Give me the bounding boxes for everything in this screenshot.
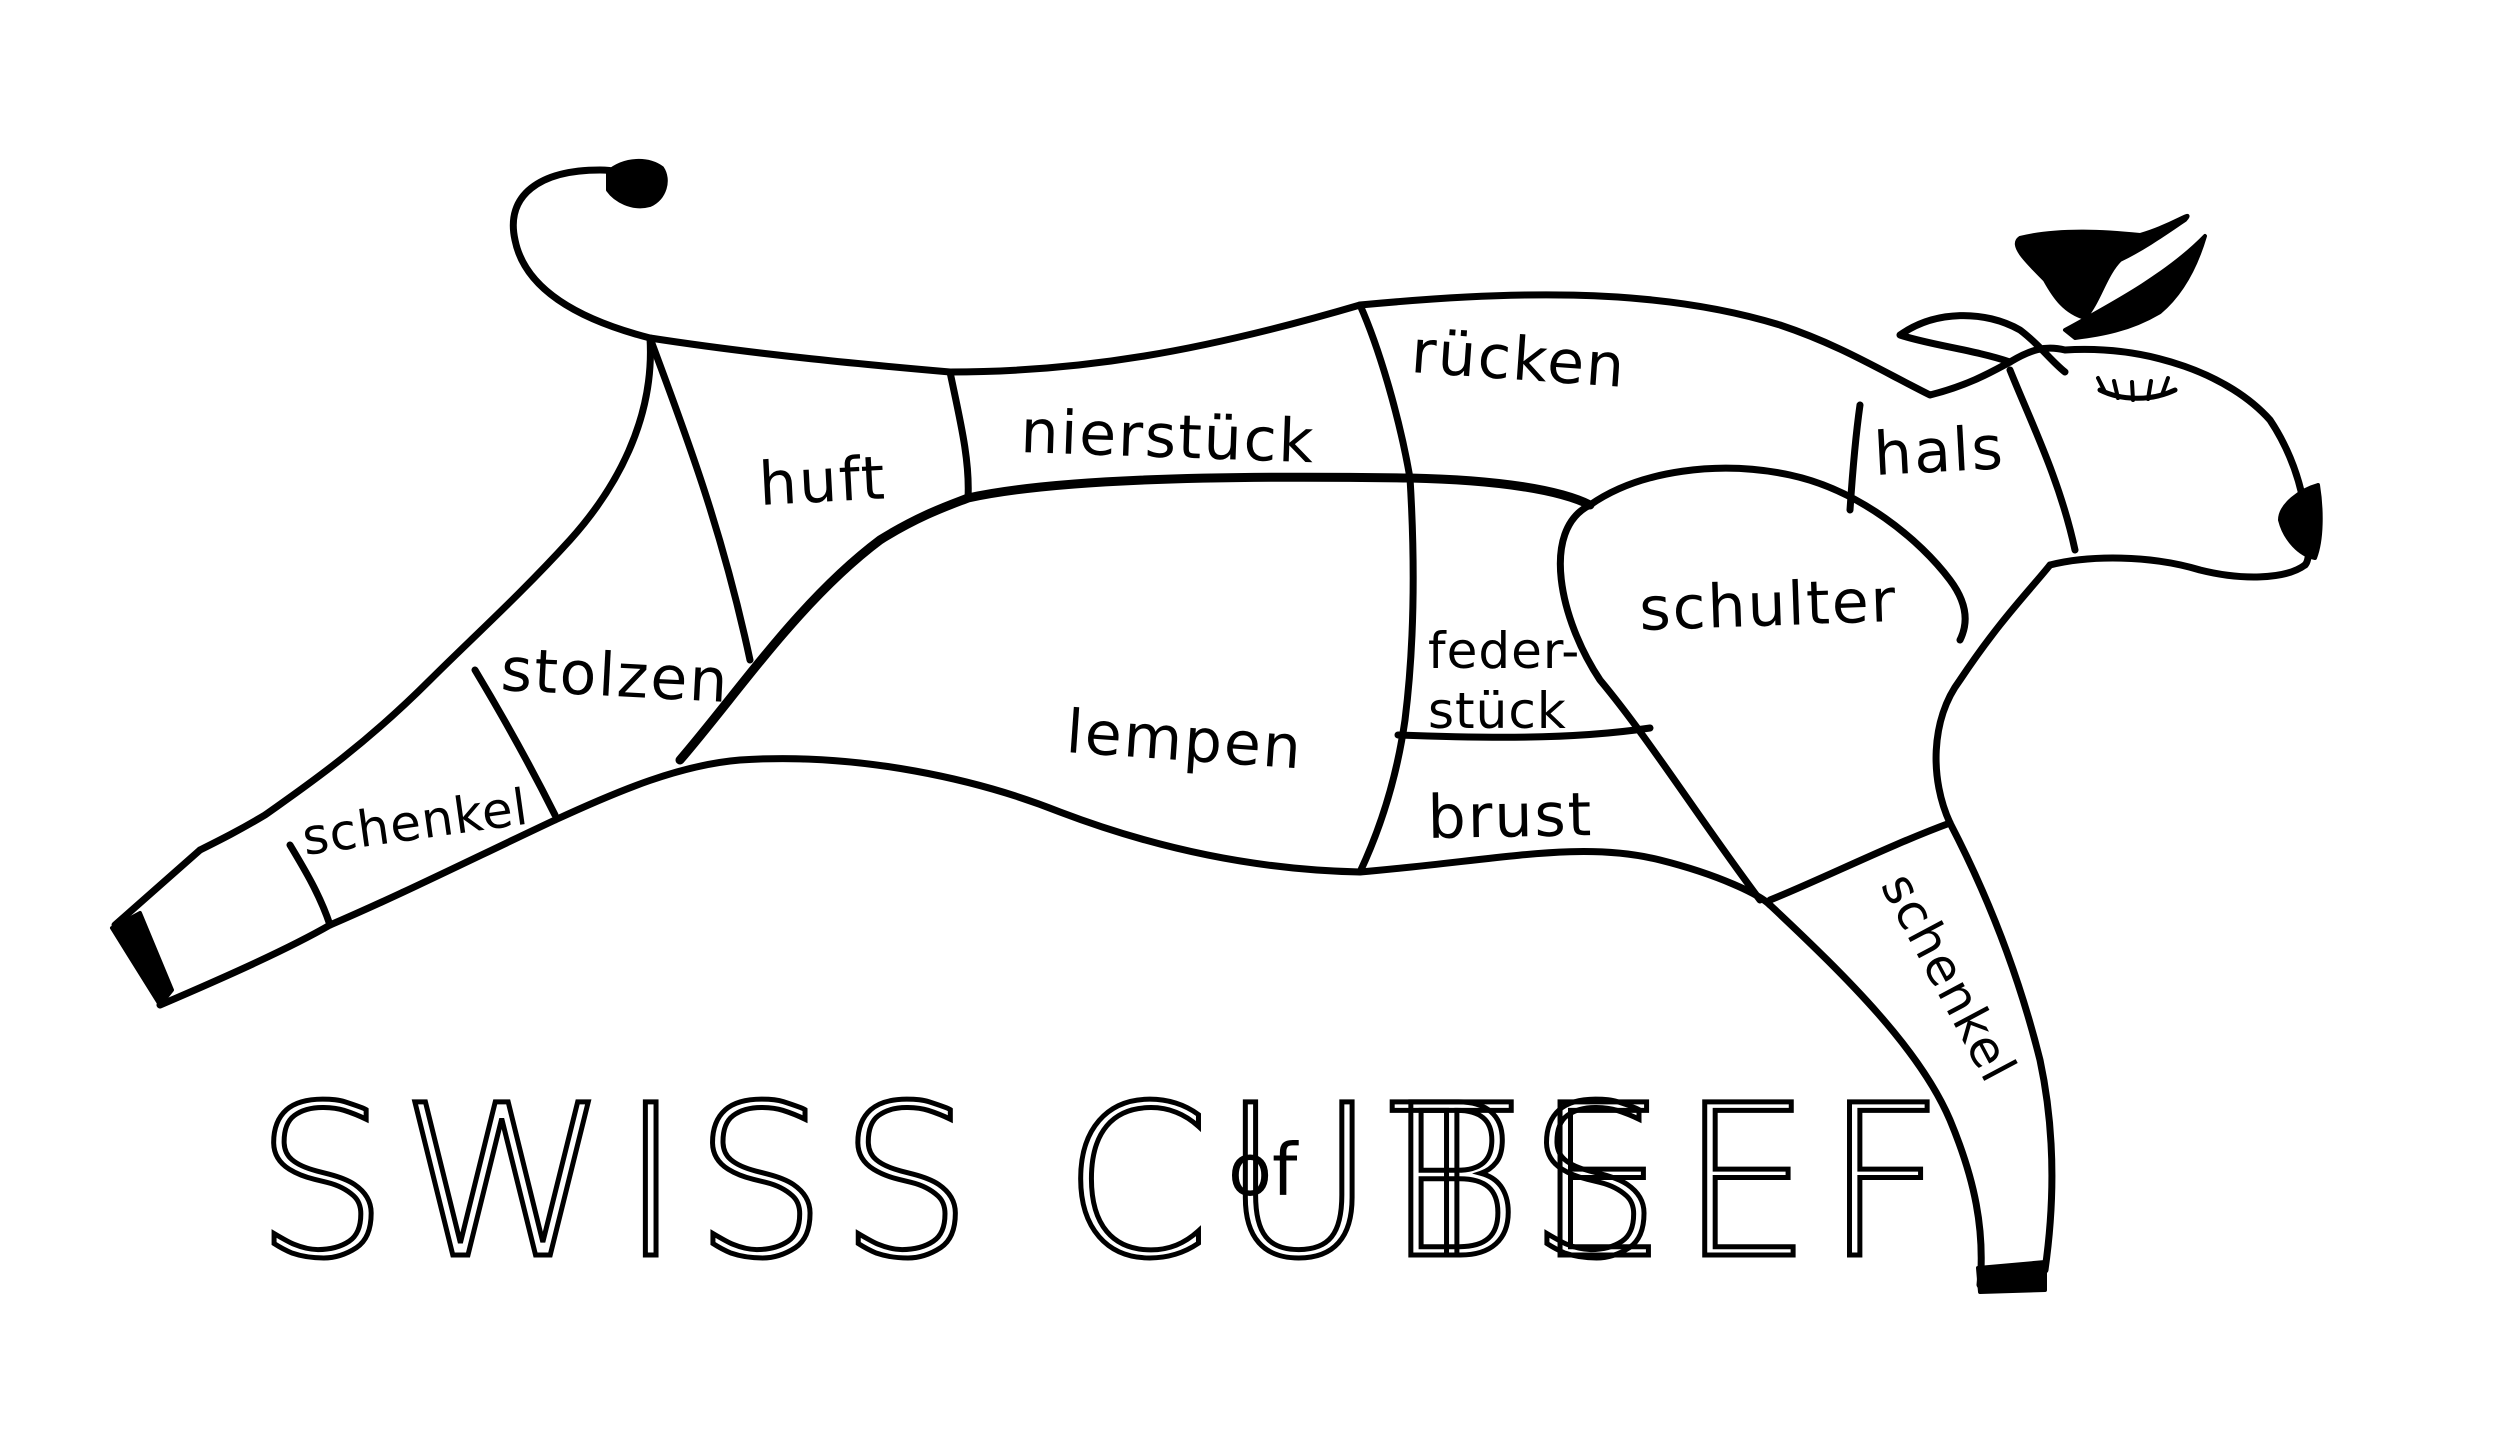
cut-labels: rücken nierstück huft hals schulter stol…: [299, 317, 2028, 1091]
horn-right: [2063, 234, 2207, 340]
label-schenkel-front: schenkel: [1869, 863, 2027, 1091]
title-beef: BEEF: [1385, 1060, 1957, 1305]
label-brust: brust: [1427, 780, 1594, 853]
boundary-hals-right: [2006, 366, 2079, 554]
boundary-huft-left: [646, 334, 754, 664]
boundary-loin-lempen: [675, 472, 1595, 765]
boundary-nierstueck-ruecken: [1356, 301, 1414, 482]
belly-outline: [551, 755, 1774, 909]
ear: [1896, 312, 2069, 376]
boundary-schenkel-hindshank: [286, 841, 334, 929]
boundary-huft-nierstueck: [946, 368, 972, 502]
head-outline: [2006, 344, 2313, 569]
label-stolzen: stolzen: [499, 635, 731, 717]
cow-illustration: [110, 159, 2323, 1294]
title-of: of: [1228, 1128, 1299, 1212]
front-hoof: [1976, 1260, 2047, 1294]
label-federstueck-line2: stück: [1428, 682, 1567, 740]
boundary-schulter: [1556, 464, 1969, 904]
eyelash-icon: [2096, 376, 2178, 402]
label-federstueck-line1: feder-: [1428, 622, 1580, 680]
boundary-lempen-federstueck: [1356, 474, 1417, 876]
hind-leg-outline-lower: [111, 846, 204, 929]
hind-hoof: [110, 911, 174, 1007]
label-hals: hals: [1872, 413, 2006, 490]
boundary-hals-left: [1846, 401, 1864, 514]
hind-leg-outline-upper: [196, 334, 654, 854]
back-outline: [646, 291, 2014, 399]
label-huft: huft: [757, 443, 888, 520]
boundary-schenkel-front: [1766, 819, 1954, 904]
label-schulter: schulter: [1638, 566, 1898, 645]
label-nierstueck: nierstück: [1019, 397, 1316, 477]
title-swiss-cuts: SWISS CUTS: [255, 1060, 1673, 1305]
boundary-stolzen-schenkel: [471, 666, 559, 819]
label-lempen: lempen: [1064, 697, 1305, 783]
label-ruecken: rücken: [1409, 317, 1629, 402]
boundary-federstueck-brust: [1394, 724, 1654, 741]
front-leg-outer: [1766, 901, 1985, 1289]
front-leg-inner: [1946, 819, 2056, 1274]
tail-tuft: [606, 159, 668, 209]
neck-underside: [2046, 554, 2309, 581]
title: SWISS CUTS of BEEF: [253, 1058, 1957, 1308]
label-schenkel-hind: schenkel: [299, 778, 532, 867]
chest-outline: [1932, 561, 2054, 827]
nose: [2278, 483, 2323, 560]
